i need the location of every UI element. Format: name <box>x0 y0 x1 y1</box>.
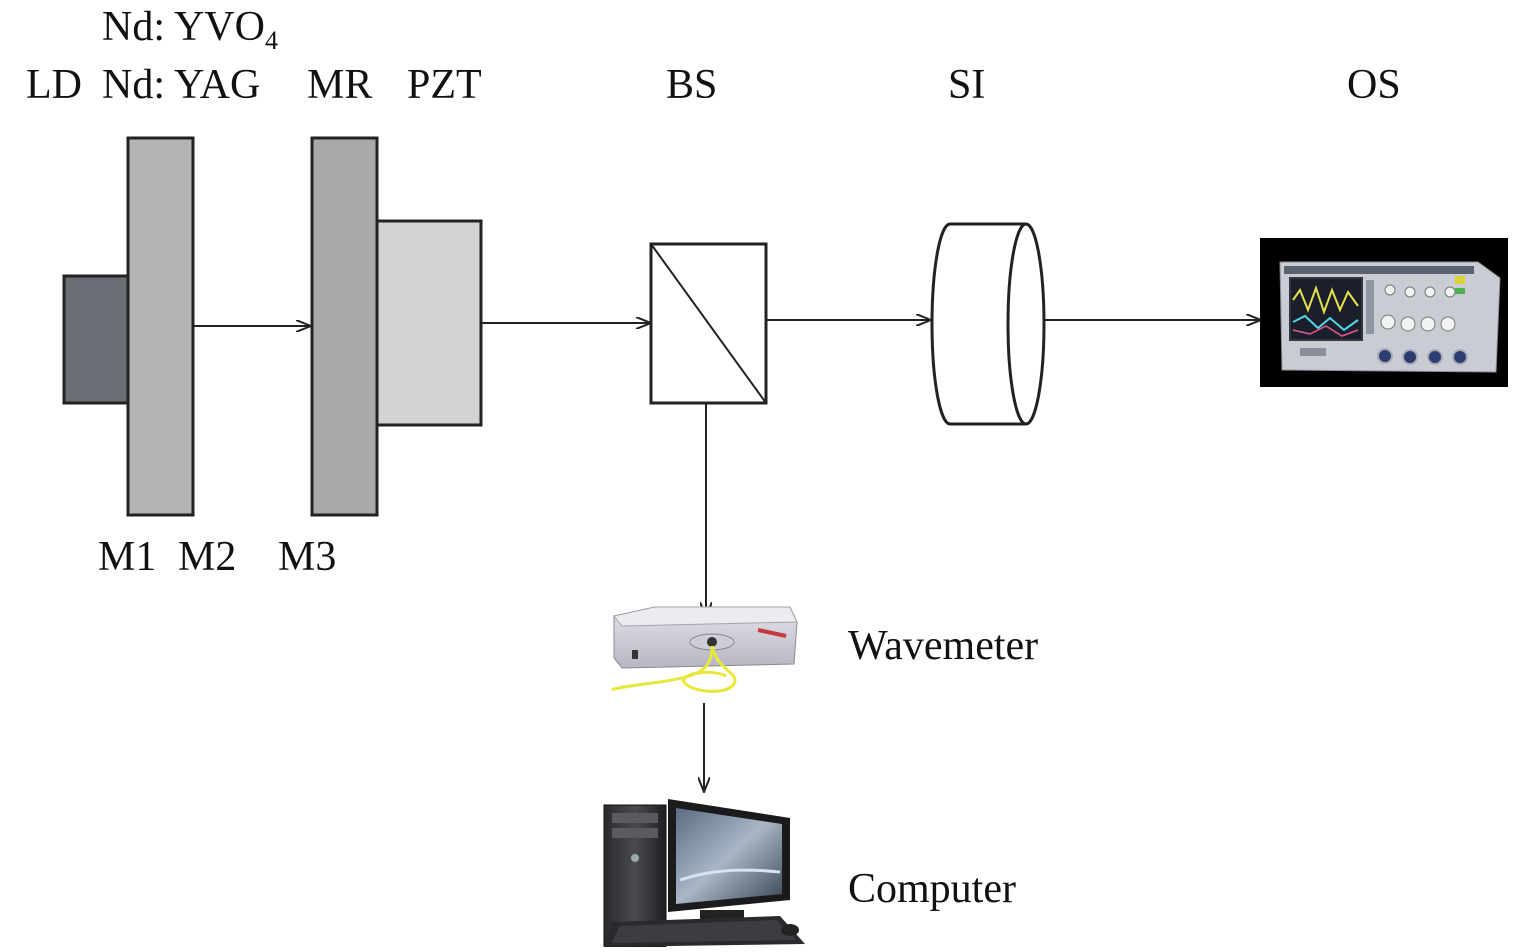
beam-splitter <box>649 242 768 405</box>
pzt-block <box>375 219 483 427</box>
label-bs: BS <box>666 62 717 108</box>
label-si: SI <box>948 62 985 108</box>
label-os: OS <box>1347 62 1401 108</box>
label-m3: M3 <box>278 534 336 580</box>
label-pzt: PZT <box>407 62 482 108</box>
oscilloscope-icon <box>1260 238 1508 387</box>
label-mr: MR <box>307 62 372 108</box>
wavemeter-device-icon <box>610 606 798 693</box>
label-nd-yag: Nd: YAG <box>102 62 260 108</box>
laser-diode-block <box>62 274 132 405</box>
crystal-block <box>126 136 195 517</box>
label-m2: M2 <box>178 534 236 580</box>
label-m1: M1 <box>98 534 156 580</box>
label-computer: Computer <box>848 866 1016 912</box>
label-wavemeter: Wavemeter <box>848 623 1038 669</box>
label-ld: LD <box>26 62 82 108</box>
output-mirror-block <box>310 136 379 517</box>
scanning-interferometer <box>930 222 1046 426</box>
label-nd-yvo4: Nd: YVO4 <box>102 4 278 55</box>
desktop-computer-icon <box>603 799 805 948</box>
